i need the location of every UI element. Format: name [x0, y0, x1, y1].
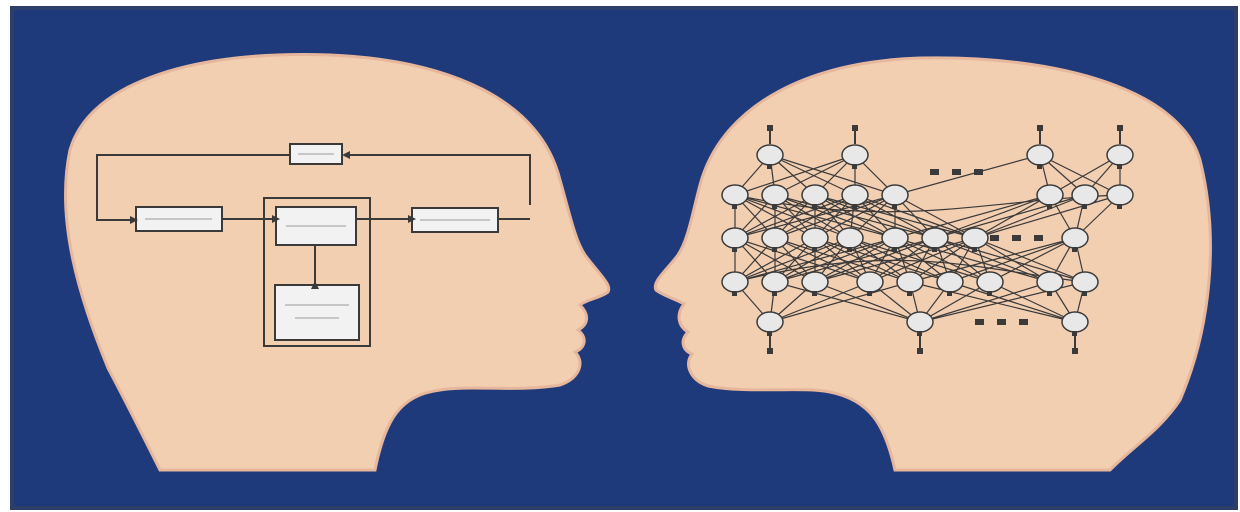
node-weight-marker — [1082, 204, 1087, 209]
ellipsis-dot — [952, 169, 961, 175]
node-weight-marker — [972, 247, 977, 252]
node-weight-marker — [812, 247, 817, 252]
node-weight-marker — [917, 331, 922, 336]
network-node — [762, 272, 788, 292]
network-node — [1062, 228, 1088, 248]
node-weight-marker — [892, 247, 897, 252]
network-node — [1107, 185, 1133, 205]
node-weight-marker — [732, 204, 737, 209]
network-node — [897, 272, 923, 292]
network-node — [922, 228, 948, 248]
node-weight-marker — [767, 331, 772, 336]
output-marker — [767, 348, 773, 354]
output-marker — [917, 348, 923, 354]
ellipsis-dot — [997, 319, 1006, 325]
node-weight-marker — [772, 204, 777, 209]
ellipsis-dot — [974, 169, 983, 175]
node-weight-marker — [867, 291, 872, 296]
store-box — [275, 285, 359, 340]
network-node — [882, 228, 908, 248]
network-node — [882, 185, 908, 205]
network-node — [722, 185, 748, 205]
network-node — [962, 228, 988, 248]
ellipsis-dot — [930, 169, 939, 175]
node-weight-marker — [1037, 164, 1042, 169]
network-node — [1037, 185, 1063, 205]
node-weight-marker — [772, 247, 777, 252]
node-weight-marker — [1047, 204, 1052, 209]
input-marker — [767, 125, 773, 131]
ellipsis-dot — [1012, 235, 1021, 241]
network-node — [937, 272, 963, 292]
network-node — [857, 272, 883, 292]
network-node — [977, 272, 1003, 292]
network-node — [802, 228, 828, 248]
network-node — [757, 312, 783, 332]
network-node — [802, 185, 828, 205]
output-marker — [1072, 348, 1078, 354]
network-node — [757, 145, 783, 165]
network-node — [837, 228, 863, 248]
node-weight-marker — [732, 291, 737, 296]
network-node — [762, 185, 788, 205]
node-weight-marker — [767, 164, 772, 169]
ellipsis-dot — [975, 319, 984, 325]
ellipsis-dot — [1034, 235, 1043, 241]
network-node — [842, 185, 868, 205]
node-weight-marker — [732, 247, 737, 252]
network-node — [722, 272, 748, 292]
node-weight-marker — [772, 291, 777, 296]
network-node — [907, 312, 933, 332]
network-node — [802, 272, 828, 292]
node-weight-marker — [1082, 291, 1087, 296]
node-weight-marker — [947, 291, 952, 296]
node-weight-marker — [852, 164, 857, 169]
node-weight-marker — [987, 291, 992, 296]
network-node — [762, 228, 788, 248]
node-weight-marker — [1047, 291, 1052, 296]
node-weight-marker — [1117, 204, 1122, 209]
network-node — [1072, 272, 1098, 292]
node-weight-marker — [812, 204, 817, 209]
node-weight-marker — [847, 247, 852, 252]
node-weight-marker — [1072, 331, 1077, 336]
node-weight-marker — [907, 291, 912, 296]
node-weight-marker — [852, 204, 857, 209]
node-weight-marker — [892, 204, 897, 209]
node-weight-marker — [812, 291, 817, 296]
network-node — [1062, 312, 1088, 332]
input-marker — [1037, 125, 1043, 131]
node-weight-marker — [1117, 164, 1122, 169]
input-marker — [852, 125, 858, 131]
input-marker — [1117, 125, 1123, 131]
network-node — [1072, 185, 1098, 205]
node-weight-marker — [1072, 247, 1077, 252]
ellipsis-dot — [1019, 319, 1028, 325]
network-node — [1037, 272, 1063, 292]
network-node — [1027, 145, 1053, 165]
network-node — [1107, 145, 1133, 165]
node-weight-marker — [932, 247, 937, 252]
network-node — [722, 228, 748, 248]
ellipsis-dot — [990, 235, 999, 241]
network-node — [842, 145, 868, 165]
